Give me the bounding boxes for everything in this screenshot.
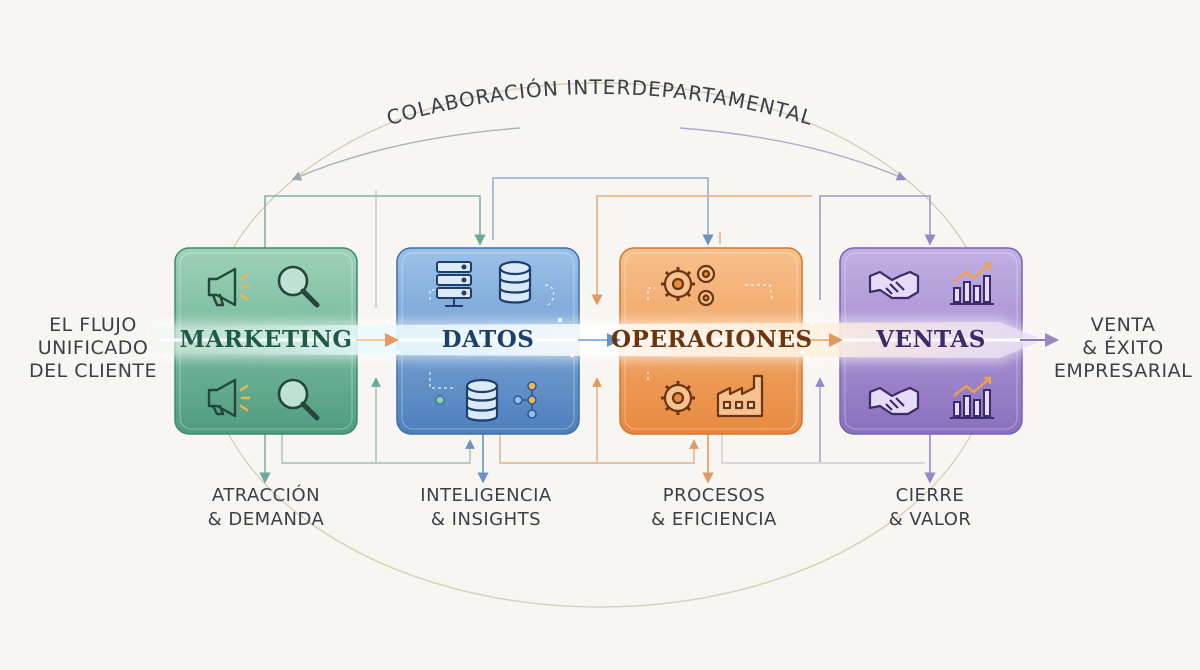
handshake-icon [868,386,920,416]
output-label: VENTA & ÉXITO EMPRESARIAL [1048,314,1198,383]
stage-caption-ventas: CIERRE & VALOR [820,484,1040,532]
connector-bottom-9 [721,434,925,464]
arc-arrow-left [291,127,521,181]
input-label-line: UNIFICADO [37,337,149,359]
caption-line: CIERRE [895,485,965,506]
network-dots [429,284,555,405]
caption-line: PROCESOS [662,485,766,506]
growth-chart-icon [950,262,994,305]
caption-line: & EFICIENCIA [651,509,777,530]
connector-top-1 [264,195,486,248]
caption-line: & VALOR [888,509,972,530]
output-label-line: VENTA [1090,314,1156,336]
gear-icon [661,381,695,415]
database-icon [465,378,499,422]
stage-caption-marketing: ATRACCIÓN & DEMANDA [156,484,376,532]
input-label: EL FLUJO UNIFICADO DEL CLIENTE [18,314,168,383]
megaphone-icon [207,267,251,307]
connector-top-3 [492,177,714,246]
database-icon [498,260,532,304]
stage-title-ventas: VENTAS [876,326,986,353]
network-icon [513,381,537,419]
gears-icon [661,264,716,307]
connector-top-5 [819,195,936,300]
output-label-line: & ÉXITO [1082,337,1164,359]
stage-title-marketing: MARKETING [179,326,353,353]
magnifier-icon [277,378,320,421]
output-label-line: EMPRESARIAL [1053,360,1193,382]
stage-caption-operaciones: PROCESOS & EFICIENCIA [604,484,824,532]
connector-top-4 [591,195,812,306]
operations-dashes [647,284,773,380]
caption-line: & DEMANDA [207,509,325,530]
connector-bottom-5 [499,434,699,464]
stage-title-operaciones: OPERACIONES [611,326,813,353]
magnifier-icon [277,265,320,308]
sparkles [386,318,814,358]
input-label-line: DEL CLIENTE [28,360,158,382]
caption-line: & INSIGHTS [430,509,542,530]
top-arc-label: COLABORACIÓN INTERDEPARTAMENTAL [384,75,816,130]
connector-bottom-2 [281,434,475,464]
factory-icon [716,374,764,418]
stage-title-datos: DATOS [441,326,535,353]
handshake-icon [868,270,920,300]
megaphone-icon [207,378,251,418]
arc-arrow-right [679,127,907,181]
caption-line: INTELIGENCIA [420,485,552,506]
growth-chart-icon [950,376,994,419]
stage-caption-datos: INTELIGENCIA & INSIGHTS [376,484,596,532]
caption-line: ATRACCIÓN [211,485,321,506]
input-label-line: EL FLUJO [49,314,137,336]
server-icon [436,261,472,307]
